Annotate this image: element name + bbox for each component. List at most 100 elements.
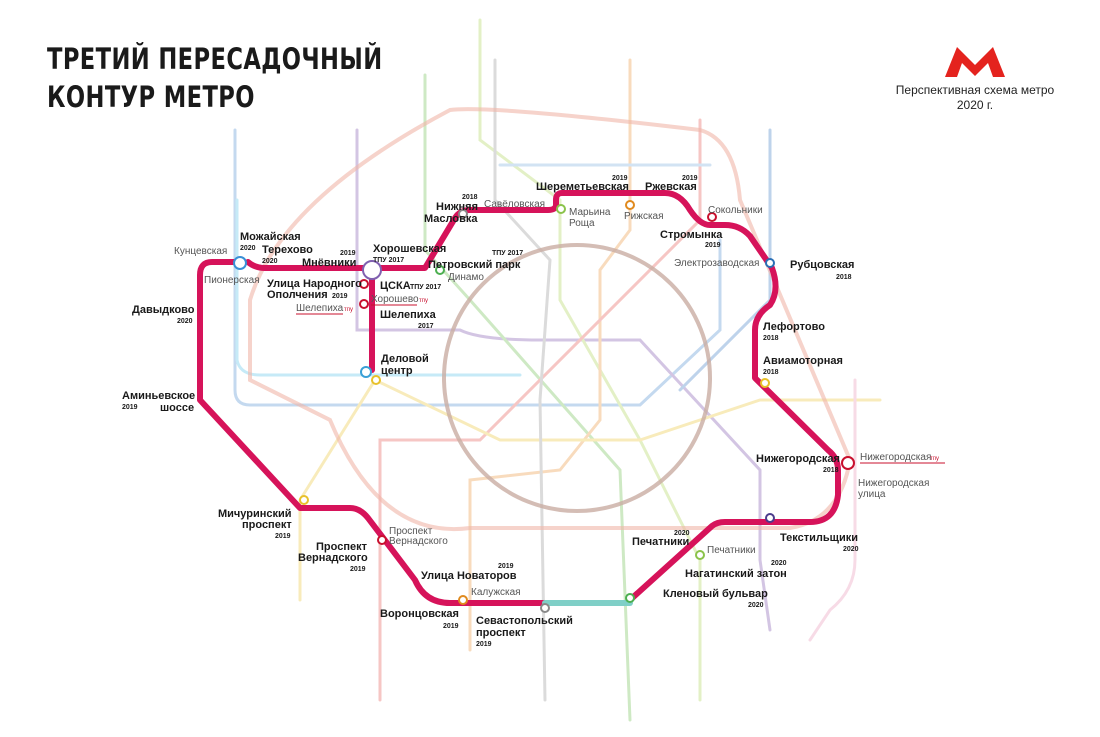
transfer-label[interactable]: Нижегородская: [858, 478, 929, 489]
transfer-label[interactable]: Динамо: [448, 272, 484, 283]
station-year: 2020: [240, 245, 256, 252]
station-label[interactable]: Можайская: [240, 231, 301, 243]
station-label[interactable]: Лефортово: [763, 321, 825, 333]
transfer-label[interactable]: Печатники: [707, 545, 756, 556]
tpu-suffix: тпу: [930, 456, 939, 462]
logo-caption: Перспективная схема метро 2020 г.: [895, 83, 1055, 113]
circle-line: [442, 243, 712, 513]
station-year: 2019: [332, 293, 348, 300]
tpu-suffix: тпу: [344, 307, 353, 313]
line-red: [378, 118, 702, 702]
station-year: 2019: [122, 404, 138, 411]
transfer-label[interactable]: Сокольники: [708, 205, 763, 216]
station-year: 2019: [498, 563, 514, 570]
station-label[interactable]: Масловка: [424, 213, 478, 225]
line-orange: [468, 58, 632, 652]
transfer-label[interactable]: Калужская: [471, 587, 521, 598]
station-year: 2018: [763, 335, 779, 342]
metro-m-icon: [945, 47, 1005, 77]
station-label[interactable]: Севастопольский: [476, 615, 573, 627]
station-label[interactable]: Вернадского: [298, 552, 368, 564]
station-year: 2018: [462, 194, 478, 201]
station-year: 2020: [262, 258, 278, 265]
line-purple: [355, 128, 772, 632]
station-label[interactable]: Воронцовская: [380, 608, 459, 620]
tpu-suffix: тпу: [419, 298, 428, 304]
station-year: 2020: [674, 530, 690, 537]
station-label[interactable]: проспект: [476, 627, 526, 639]
station-label[interactable]: проспект: [242, 519, 292, 531]
transfer-label[interactable]: Нижегородская: [860, 452, 931, 463]
station-label[interactable]: Давыдково: [132, 304, 195, 316]
station-year: 2018: [763, 369, 779, 376]
transfer-label[interactable]: Проспект: [389, 526, 433, 537]
transfer-label[interactable]: Роща: [569, 218, 595, 229]
station-year: 2019: [476, 641, 492, 648]
new-station-labels: Можайская 2020 Терехово 2020 Мнёвники 20…: [122, 175, 859, 648]
metro-logo: Перспективная схема метро 2020 г.: [895, 45, 1055, 113]
station-year: 2018: [836, 274, 852, 281]
station-label[interactable]: Авиамоторная: [763, 355, 843, 367]
main-line: [197, 190, 841, 606]
transfer-label[interactable]: улица: [858, 489, 886, 500]
transfer-label[interactable]: Хорошево: [371, 294, 419, 305]
title-line-1: ТРЕТИЙ ПЕРЕСАДОЧНЫЙ: [47, 42, 383, 76]
station-year: 2019: [612, 175, 628, 182]
transfer-label[interactable]: Кунцевская: [174, 246, 227, 257]
transfer-label[interactable]: Пионерская: [204, 275, 260, 286]
transfer-label[interactable]: Савёловская: [484, 199, 545, 210]
station-label[interactable]: Улица Новаторов: [421, 570, 517, 582]
station-year: 2018: [823, 467, 839, 474]
station-label[interactable]: Стромынка: [660, 229, 723, 241]
transfer-labels: Кунцевская Пионерская Савёловская Динамо…: [174, 199, 945, 598]
station-label[interactable]: Рубцовская: [790, 259, 854, 271]
station-label[interactable]: Печатники: [632, 536, 689, 548]
station-label[interactable]: Шелепиха: [380, 309, 437, 321]
transfer-label[interactable]: Вернадского: [389, 536, 448, 547]
station-label[interactable]: Петровский парк: [428, 259, 521, 271]
station-year: 2019: [682, 175, 698, 182]
line-pink: [808, 378, 857, 642]
station-label[interactable]: Нижняя: [436, 201, 478, 213]
station-year: 2020: [748, 602, 764, 609]
station-label[interactable]: Ржевская: [645, 181, 697, 193]
line-gray: [493, 58, 552, 702]
station-label[interactable]: Терехово: [262, 244, 313, 256]
station-label[interactable]: Шереметьевская: [536, 181, 629, 193]
third-interchange-contour: [197, 190, 841, 606]
transfer-label[interactable]: Шелепиха: [296, 303, 344, 314]
station-year: 2019: [340, 250, 356, 257]
station-label[interactable]: Мнёвники: [302, 257, 356, 269]
station-year: 2020: [177, 318, 193, 325]
station-label[interactable]: Деловой: [381, 353, 429, 365]
transfer-label[interactable]: Электрозаводская: [674, 258, 759, 269]
transfer-label[interactable]: Рижская: [624, 211, 664, 222]
station-label[interactable]: ЦСКА: [380, 280, 411, 292]
station-markers: [233, 200, 855, 613]
station-year: 2017: [418, 323, 434, 330]
title-line-2: КОНТУР МЕТРО: [47, 80, 255, 114]
station-label[interactable]: центр: [381, 365, 413, 377]
transfer-label[interactable]: Марьина: [569, 207, 611, 218]
station-label[interactable]: шоссе: [160, 402, 194, 414]
logo-caption-line-1: Перспективная схема метро: [895, 83, 1055, 97]
station-year: 2019: [350, 566, 366, 573]
station-label[interactable]: Аминьевское: [122, 390, 195, 402]
station-year: 2019: [443, 623, 459, 630]
station-label[interactable]: Мичуринский: [218, 508, 292, 520]
station-label[interactable]: Ополчения: [267, 289, 328, 301]
station-label[interactable]: Улица Народного: [267, 278, 362, 290]
station-year: 2020: [771, 560, 787, 567]
station-label[interactable]: Нижегородская: [756, 453, 840, 465]
station-year: ТПУ 2017: [492, 250, 523, 257]
station-label[interactable]: Текстильщики: [780, 532, 858, 544]
station-year: 2019: [275, 533, 291, 540]
page-title: ТРЕТИЙ ПЕРЕСАДОЧНЫЙ КОНТУР МЕТРО: [47, 40, 383, 116]
station-label[interactable]: Хорошевская: [373, 243, 446, 255]
station-year: ТПУ 2017: [373, 257, 404, 264]
station-label[interactable]: Проспект: [316, 541, 368, 553]
station-label[interactable]: Кленовый бульвар: [663, 588, 768, 600]
station-label[interactable]: Нагатинский затон: [685, 568, 787, 580]
station-year: 2019: [705, 242, 721, 249]
